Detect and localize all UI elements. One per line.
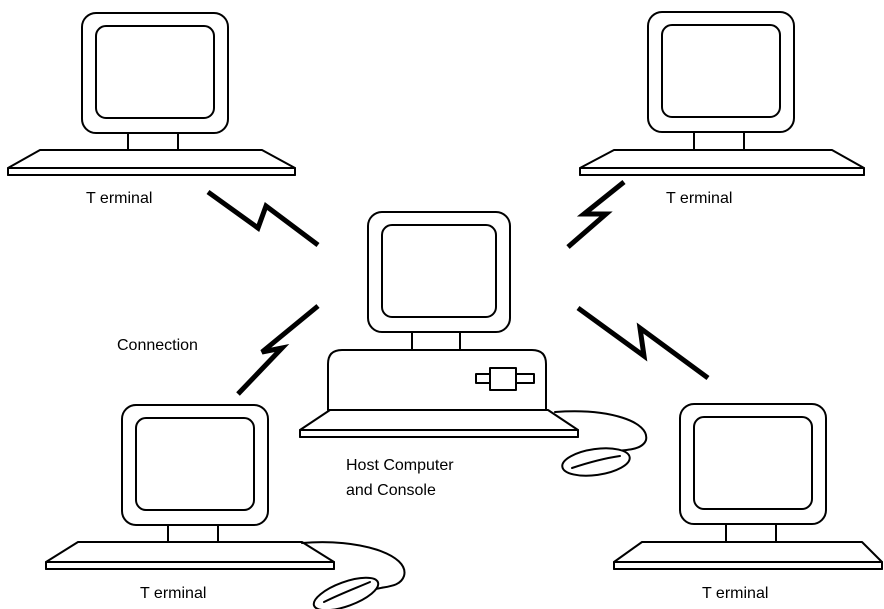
terminal-top-right-label: T erminal bbox=[666, 190, 732, 207]
terminal-top-left-keyboard bbox=[7, 149, 296, 169]
host-label-line2: and Console bbox=[346, 482, 436, 499]
terminal-bottom-right-neck bbox=[725, 523, 777, 543]
host-mouse-cable bbox=[554, 410, 648, 453]
terminal-bottom-right-label: T erminal bbox=[702, 585, 768, 602]
terminal-bottom-left-label: T erminal bbox=[140, 585, 206, 602]
host-screen bbox=[381, 224, 497, 318]
terminal-bottom-right bbox=[613, 403, 883, 570]
terminal-bottom-right-keyboard bbox=[613, 541, 883, 563]
terminal-bottom-left-mouse-cable bbox=[301, 541, 406, 591]
terminal-top-left bbox=[7, 12, 296, 176]
host-computer bbox=[299, 211, 648, 477]
host-keyboard bbox=[299, 409, 579, 431]
host-label-line1: Host Computer bbox=[346, 457, 454, 474]
terminal-top-left-screen bbox=[95, 25, 215, 119]
terminal-bottom-left-screen bbox=[135, 417, 255, 511]
terminal-top-right-neck bbox=[693, 131, 745, 151]
terminal-top-right-keyboard bbox=[579, 149, 865, 169]
terminal-top-left-neck bbox=[127, 132, 179, 151]
drive-slot-icon bbox=[475, 367, 535, 391]
terminal-top-right-screen bbox=[661, 24, 781, 118]
mouse-icon bbox=[561, 447, 631, 477]
terminal-bottom-left-keyboard bbox=[45, 541, 335, 563]
mouse-icon-bottom-left bbox=[312, 576, 380, 609]
connection-bolt-bottom-left bbox=[236, 304, 320, 396]
terminal-bottom-left bbox=[45, 404, 406, 609]
connection-label: Connection bbox=[117, 337, 198, 354]
terminal-top-right bbox=[579, 11, 865, 176]
connection-bolt-bottom-right bbox=[576, 305, 710, 381]
host-neck bbox=[411, 331, 461, 351]
terminal-bottom-right-screen bbox=[693, 416, 813, 510]
connection-bolt-top-left bbox=[206, 189, 320, 247]
terminal-top-left-label: T erminal bbox=[86, 190, 152, 207]
terminal-bottom-left-neck bbox=[167, 524, 219, 543]
connection-bolt-top-right bbox=[566, 180, 626, 249]
